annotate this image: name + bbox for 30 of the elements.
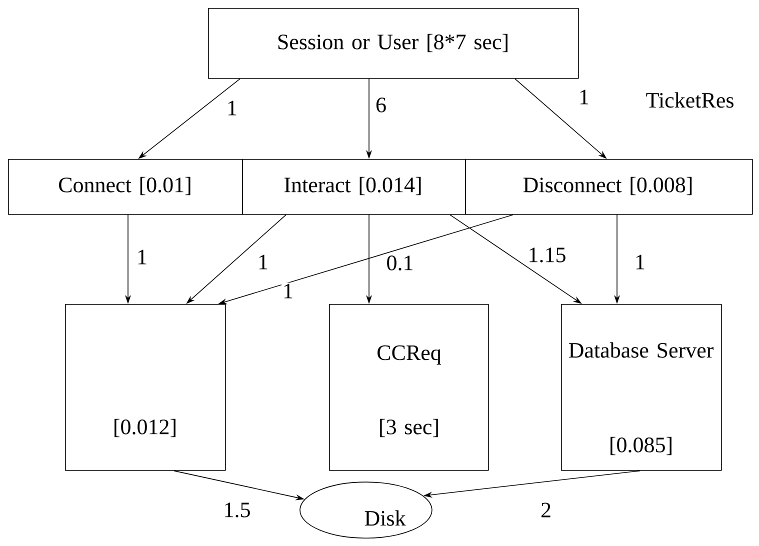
- node-text: [0.012]: [114, 418, 176, 438]
- side-label: TicketRes: [646, 92, 734, 108]
- edge-label: 1: [136, 248, 148, 266]
- node-text: Session or User [8*7 sec]: [278, 34, 508, 52]
- node-text: Disconnect [0.008]: [523, 176, 692, 196]
- edge-label: 1: [282, 282, 294, 300]
- process-box: [65, 304, 226, 471]
- node-text: Disk: [364, 510, 406, 526]
- process-box: [561, 304, 722, 471]
- node-text: Database Server: [568, 342, 714, 358]
- edge-label: 1: [256, 254, 270, 270]
- disk-ellipse: [300, 482, 432, 538]
- edge-label: 1: [226, 100, 238, 116]
- node-text: Connect [0.01]: [59, 176, 190, 196]
- edge-label: 2: [540, 502, 552, 518]
- node-text: Interact [0.014]: [284, 176, 421, 196]
- process-box: [465, 159, 753, 215]
- edge-label: 0.1: [385, 254, 415, 272]
- edge-label: 1: [578, 88, 590, 106]
- node-text: CCReq: [378, 345, 441, 365]
- node-text: [3 sec]: [380, 418, 438, 438]
- edge-label: 6: [374, 96, 388, 114]
- process-box: [242, 159, 466, 215]
- node-text: [0.085]: [610, 436, 672, 456]
- edge-label: 1: [634, 254, 646, 270]
- edge-label: 1.5: [222, 502, 252, 518]
- edge-label: 1.15: [526, 246, 568, 264]
- process-box: [8, 159, 243, 215]
- process-box: [329, 304, 489, 471]
- process-box: [208, 8, 579, 79]
